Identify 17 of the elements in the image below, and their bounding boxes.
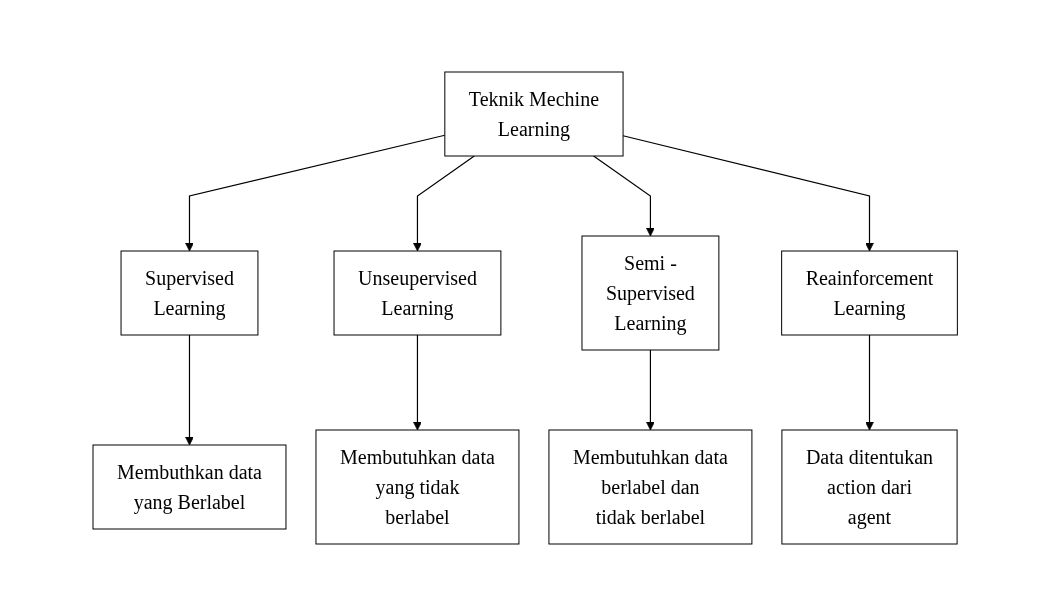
arrow (865, 334, 875, 431)
arrow (185, 134, 446, 252)
arrow (185, 334, 195, 446)
arrow (413, 155, 476, 252)
node-box: Supervised Learning (120, 250, 259, 336)
node-box: Membuthkan data yang Berlabel (92, 444, 287, 530)
node-box: Membutuhkan data berlabel dan tidak berlabel (548, 429, 753, 545)
node-box: Semi - Supervised Learning (581, 235, 720, 351)
arrow (593, 155, 656, 237)
arrow (622, 135, 875, 252)
arrow (413, 334, 423, 431)
node-box: Unseupervised Learning (333, 250, 502, 336)
node-box: Reainforcement Learning (781, 250, 959, 336)
node-box: Data ditentukan action dari agent (781, 429, 958, 545)
node-box: Membutuhkan data yang tidak berlabel (315, 429, 520, 545)
node-box: Teknik Mechine Learning (444, 71, 624, 157)
arrow (646, 349, 656, 431)
